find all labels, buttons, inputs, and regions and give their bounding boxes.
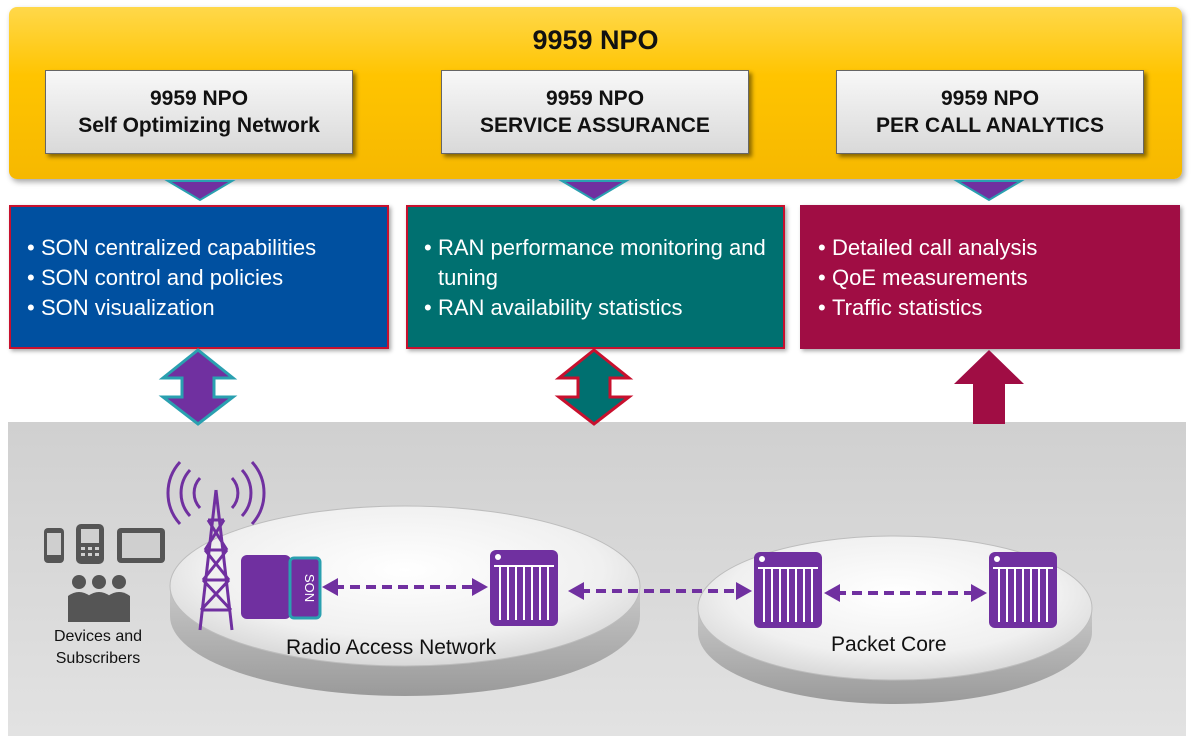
son-server-icon: SON [241,555,322,620]
list-item: QoE measurements [818,263,1168,293]
module-son-line2: Self Optimizing Network [78,114,320,137]
module-pca-line1: 9959 NPO [940,87,1040,110]
ran-disc [169,505,641,696]
son-label: SON [302,574,317,602]
router-icon [754,552,822,628]
module-son[interactable]: 9959 NPO Self Optimizing Network [45,70,353,154]
connector-pca [953,180,1025,202]
core-label: Packet Core [831,633,947,656]
cell-tower-icon [166,460,266,631]
panel-son-features: SON centralized capabilities SON control… [9,205,389,349]
sa-feature-list: RAN performance monitoring and tuning RA… [408,233,783,323]
pca-feature-list: Detailed call analysis QoE measurements … [802,233,1178,323]
module-service-assurance[interactable]: 9959 NPO SERVICE ASSURANCE [441,70,749,154]
double-arrow-sa [554,348,634,426]
double-arrow-son [158,348,238,426]
phone-icon [76,524,104,564]
module-per-call-analytics[interactable]: 9959 NPO PER CALL ANALYTICS [836,70,1144,154]
connector-son [164,180,236,202]
banner-title: 9959 NPO [532,25,659,55]
list-item: SON centralized capabilities [27,233,377,263]
list-item: SON visualization [27,293,377,323]
list-item: RAN performance monitoring and tuning [424,233,773,293]
son-feature-list: SON centralized capabilities SON control… [11,233,387,323]
module-pca-line2: PER CALL ANALYTICS [876,114,1104,137]
list-item: RAN availability statistics [424,293,773,323]
module-son-line1: 9959 NPO [149,87,249,110]
list-item: Detailed call analysis [818,233,1168,263]
devices-label-line2: Subscribers [55,650,141,667]
router-icon [989,552,1057,628]
list-item: Traffic statistics [818,293,1168,323]
phone-icon [44,528,64,563]
tablet-icon [117,528,165,563]
module-sa-line1: 9959 NPO [545,87,645,110]
subscribers-icon [68,575,130,622]
ran-label: Radio Access Network [286,636,497,659]
up-arrow-pca [954,350,1024,424]
panel-pca-features: Detailed call analysis QoE measurements … [800,205,1180,349]
devices-label: Devices and Subscribers [38,626,158,670]
devices-label-line1: Devices and [53,628,143,645]
router-icon [490,550,558,626]
panel-sa-features: RAN performance monitoring and tuning RA… [406,205,785,349]
list-item: SON control and policies [27,263,377,293]
module-sa-line2: SERVICE ASSURANCE [480,114,710,137]
connector-sa [558,180,630,202]
